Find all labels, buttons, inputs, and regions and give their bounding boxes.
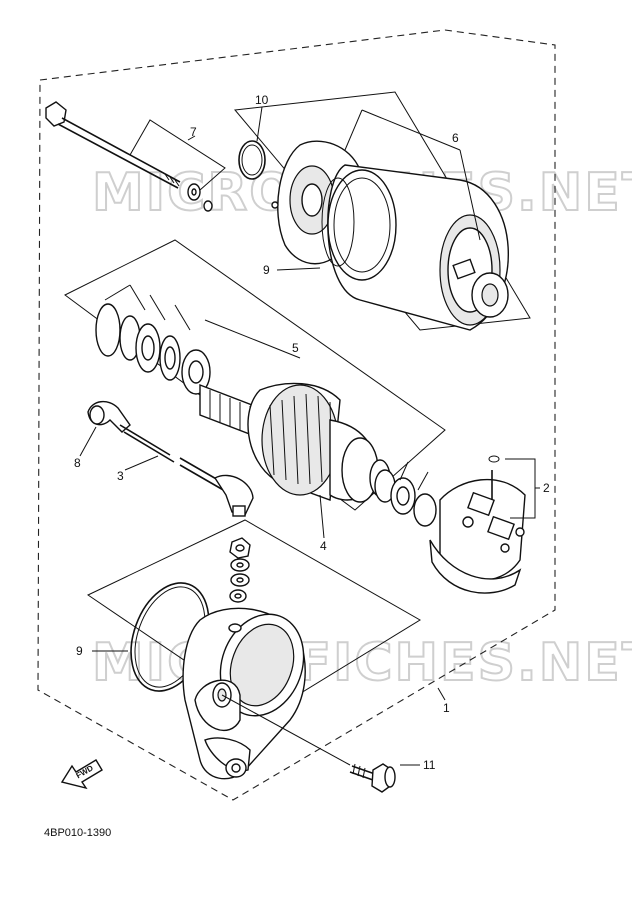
bolt-thread <box>164 173 180 187</box>
callout-8-label: 8 <box>74 456 81 470</box>
assembly-boundary <box>37 29 556 801</box>
lead-wire-a <box>119 424 171 456</box>
yoke-rear-cover-6 <box>271 140 509 331</box>
washer-7b <box>203 200 213 212</box>
callout-2-label: 2 <box>543 481 550 495</box>
callout-9-top-label: 9 <box>263 263 270 277</box>
bolt-head <box>45 101 67 127</box>
callout-3-label: 3 <box>117 469 124 483</box>
watermark-bottom: MICROFICHES.NET <box>92 633 632 693</box>
callout-4-leader <box>319 494 325 539</box>
o-ring-10 <box>238 140 266 180</box>
callout-5-leader <box>204 319 301 359</box>
callout-6-leader-b <box>361 109 461 151</box>
callout-10-label: 10 <box>255 93 269 107</box>
armature-core <box>261 384 339 496</box>
diagram-code: 4BP010-1390 <box>44 827 111 839</box>
o-ring-9-top <box>321 177 355 267</box>
callout-1-label: 1 <box>443 701 450 715</box>
callout-9-top-leader <box>276 267 321 271</box>
callout-8-leader <box>79 426 97 457</box>
callout-11-label: 11 <box>423 758 436 772</box>
nut-washer-stack <box>229 537 251 603</box>
through-bolt-assembly <box>45 101 213 212</box>
front-cover <box>182 607 306 780</box>
callout-6-label: 6 <box>452 131 459 145</box>
callout-7-label: 7 <box>190 125 197 139</box>
shim-plate <box>95 303 121 357</box>
callout-1-leader <box>437 687 446 701</box>
callout-5-label: 5 <box>292 341 299 355</box>
fwd-arrow-icon: FWD <box>60 759 103 790</box>
bushing <box>413 493 437 527</box>
bolt-axis-line <box>221 694 351 766</box>
small-o-ring <box>488 455 500 463</box>
callout-6-leader-a <box>344 109 363 151</box>
brush-holder-2 <box>429 455 526 594</box>
armature-shims-5 <box>95 303 211 395</box>
callout-9-bottom-label: 9 <box>76 644 83 658</box>
callout-7-bracket <box>129 119 226 191</box>
bolt-11 <box>349 763 396 793</box>
callout-3-leader <box>124 455 159 471</box>
callout-10-leader <box>256 106 263 142</box>
lead-wire-assembly <box>87 401 254 517</box>
callout-4-label: 4 <box>320 539 327 553</box>
